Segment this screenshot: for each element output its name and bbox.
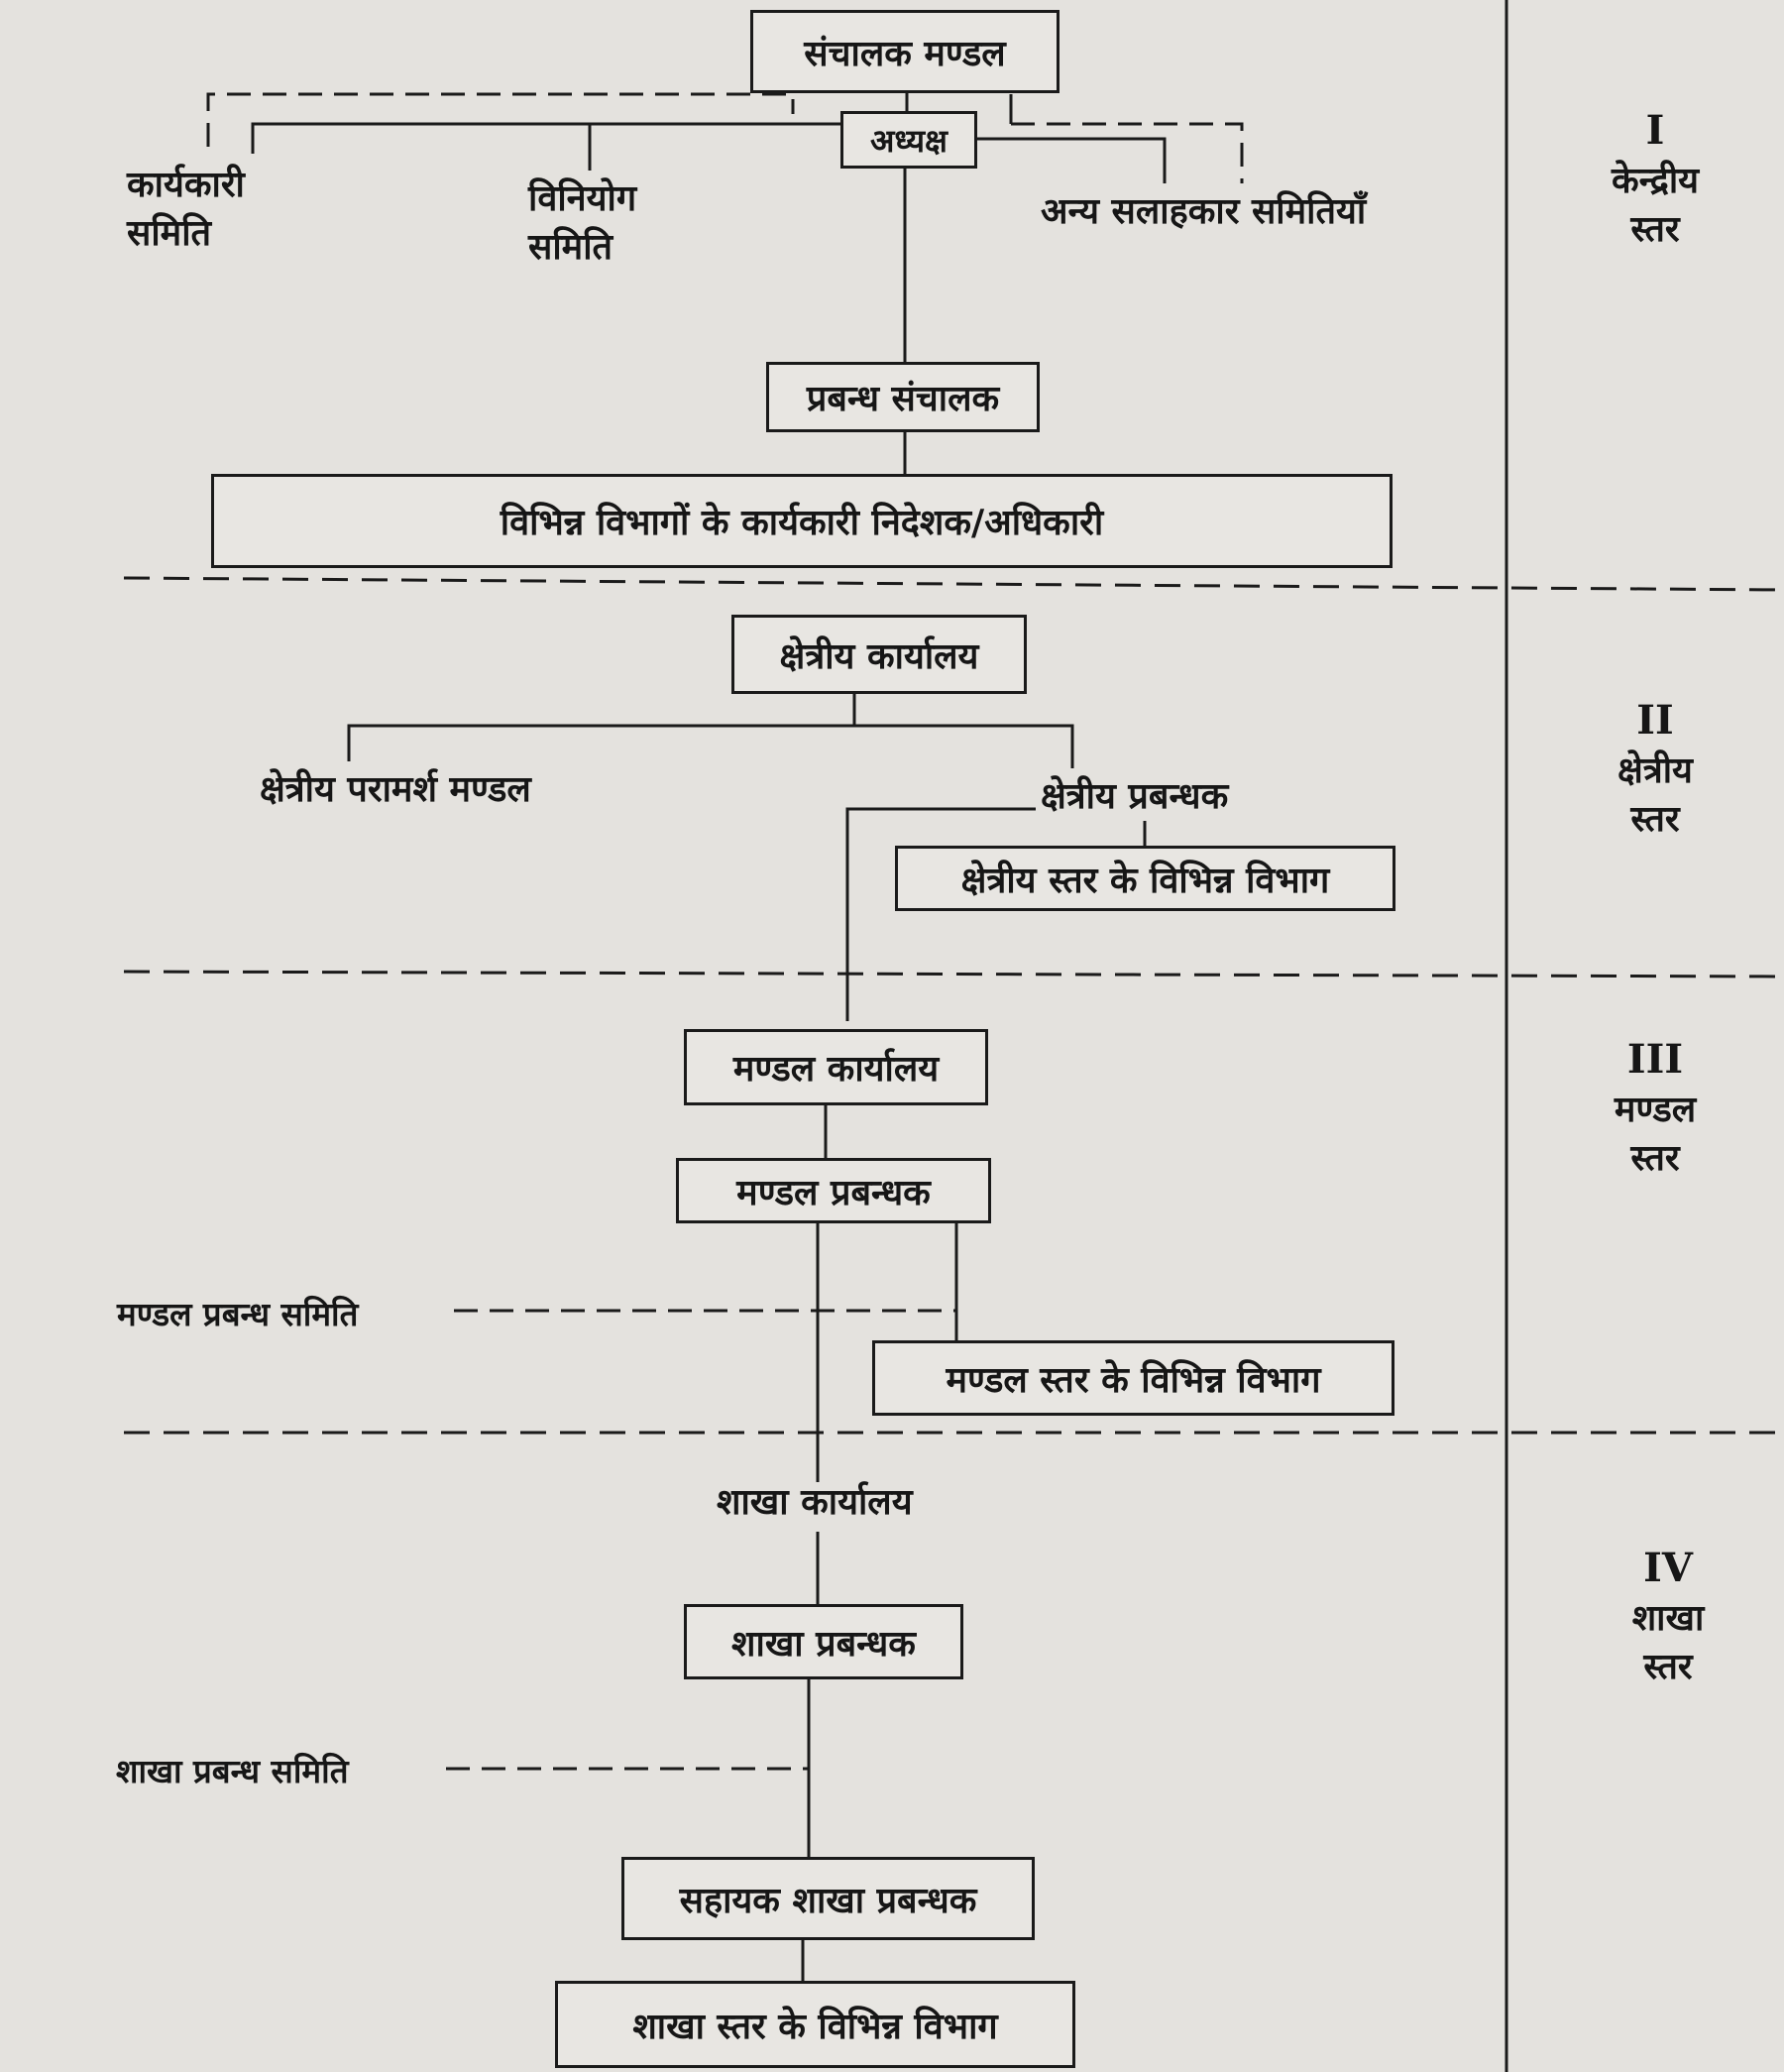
division-manager-box: मण्डल प्रबन्धक	[676, 1158, 991, 1223]
regional-office-box: क्षेत्रीय कार्यालय	[731, 615, 1027, 694]
branch-manager-label: शाखा प्रबन्धक	[731, 1623, 916, 1665]
regional-departments-label: क्षेत्रीय स्तर के विभिन्न विभाग	[960, 860, 1330, 901]
board-of-directors-label: संचालक मण्डल	[804, 33, 1006, 74]
chairman-box: अध्यक्ष	[840, 111, 977, 169]
division-office-box: मण्डल कार्यालय	[684, 1029, 988, 1105]
investment-committee-label: विनियोग समिति	[528, 178, 637, 268]
branch-management-committee-label: शाखा प्रबन्ध समिति	[116, 1752, 349, 1790]
assistant-branch-manager-box: सहायक शाखा प्रबन्धक	[621, 1857, 1035, 1940]
division-departments-label: मण्डल स्तर के विभिन्न विभाग	[946, 1359, 1321, 1401]
division-management-committee-label: मण्डल प्रबन्ध समिति	[117, 1295, 359, 1333]
regional-manager-label: क्षेत्रीय प्रबन्धक	[1041, 776, 1229, 817]
regional-advisory-board-label: क्षेत्रीय परामर्श मण्डल	[260, 769, 531, 810]
branch-office-label: शाखा कार्यालय	[717, 1482, 913, 1523]
division-office-label: मण्डल कार्यालय	[732, 1049, 940, 1090]
division-manager-label: मण्डल प्रबन्धक	[736, 1172, 931, 1213]
assistant-branch-manager-label: सहायक शाखा प्रबन्धक	[679, 1880, 977, 1921]
regional-office-label: क्षेत्रीय कार्यालय	[779, 635, 979, 677]
division-departments-box: मण्डल स्तर के विभिन्न विभाग	[872, 1340, 1394, 1416]
branch-departments-label: शाखा स्तर के विभिन्न विभाग	[632, 2006, 998, 2047]
executive-committee-label: कार्यकारी समिति	[127, 165, 245, 254]
managing-director-box: प्रबन्ध संचालक	[766, 362, 1040, 432]
chairman-label: अध्यक्ष	[870, 121, 948, 160]
executive-directors-label: विभिन्न विभागों के कार्यकारी निदेशक/अधिक…	[500, 503, 1104, 543]
level-central-label: I केन्द्रीय स्तर	[1611, 107, 1700, 250]
managing-director-label: प्रबन्ध संचालक	[806, 379, 1000, 419]
level-regional-label: II क्षेत्रीय स्तर	[1617, 697, 1693, 840]
board-of-directors-box: संचालक मण्डल	[750, 10, 1059, 93]
level-division-label: III मण्डल स्तर	[1614, 1036, 1697, 1179]
regional-departments-box: क्षेत्रीय स्तर के विभिन्न विभाग	[895, 846, 1395, 911]
level-branch-label: IV शाखा स्तर	[1631, 1545, 1705, 1687]
branch-departments-box: शाखा स्तर के विभिन्न विभाग	[555, 1981, 1075, 2068]
branch-manager-box: शाखा प्रबन्धक	[684, 1604, 963, 1679]
other-advisory-committees-label: अन्य सलाहकार समितियाँ	[1041, 191, 1367, 232]
executive-directors-box: विभिन्न विभागों के कार्यकारी निदेशक/अधिक…	[211, 474, 1393, 568]
